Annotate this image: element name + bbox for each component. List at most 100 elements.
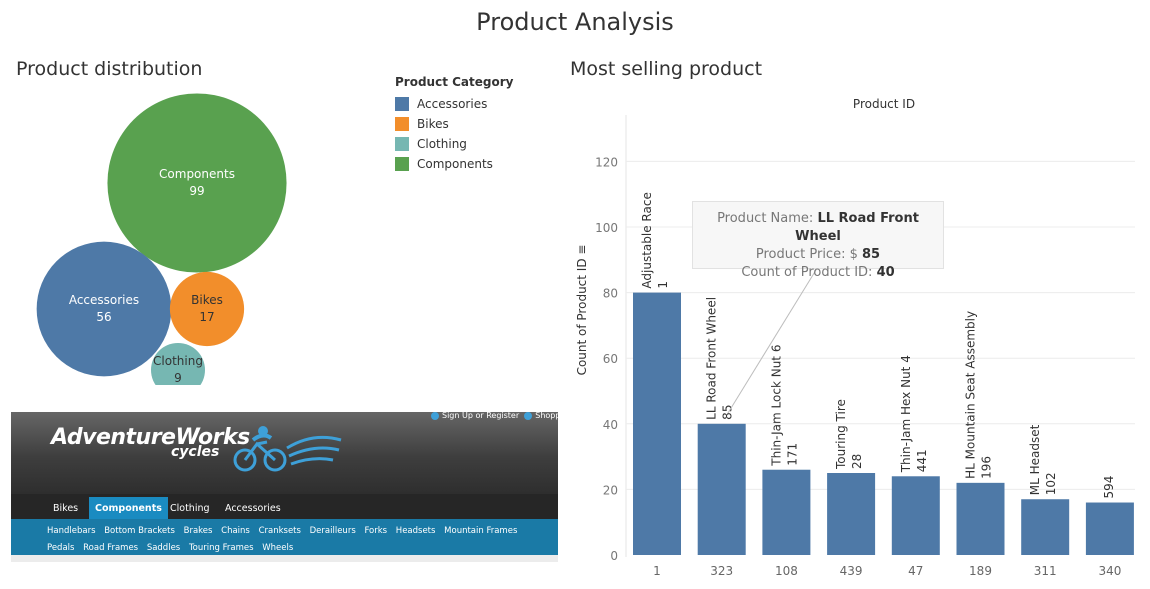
subcategory-link[interactable]: Bottom Brackets <box>104 526 175 536</box>
x-tick-label: 47 <box>908 564 923 578</box>
legend-swatch <box>395 97 409 111</box>
y-tick-label: 40 <box>603 418 618 432</box>
bar-price-label: 594 <box>1102 476 1116 499</box>
bar-323 <box>697 423 746 555</box>
x-tick-label: 189 <box>969 564 992 578</box>
subcategory-link[interactable]: Touring Frames <box>188 543 254 553</box>
subcategory-link[interactable]: Mountain Frames <box>444 526 518 536</box>
x-tick-label: 108 <box>775 564 798 578</box>
bar-name-label: Thin-Jam Hex Nut 4 <box>899 355 913 473</box>
y-tick-label: 60 <box>603 352 618 366</box>
bar-name-label: LL Road Front Wheel <box>705 297 719 420</box>
legend-label: Accessories <box>417 97 488 111</box>
bar-name-label: HL Mountain Seat Assembly <box>964 311 978 479</box>
tab-bikes[interactable]: Bikes <box>53 503 79 514</box>
subcategory-link[interactable]: Cranksets <box>258 526 301 536</box>
legend-swatch <box>395 157 409 171</box>
bar-name-label: ML Headset <box>1028 424 1042 495</box>
subcategory-link[interactable]: Brakes <box>183 526 213 536</box>
subcategory-link[interactable]: Headsets <box>395 526 436 536</box>
bubble-value: 99 <box>189 184 204 198</box>
subcategory-link[interactable]: Road Frames <box>83 543 139 553</box>
bubble-accessories <box>36 241 172 377</box>
cart-icon <box>524 412 533 420</box>
legend-label: Bikes <box>417 117 449 131</box>
subcategory-nav: Handlebars Bottom Brackets Brakes Chains… <box>11 519 558 555</box>
bar-189 <box>956 482 1005 555</box>
bubble-bikes <box>169 271 245 347</box>
bar-price-label: 1 <box>656 281 670 289</box>
bar-tooltip: Product Name: LL Road Front Wheel Produc… <box>692 201 944 280</box>
shopping-cart-link[interactable]: Shopping C <box>535 412 558 420</box>
subcategory-link[interactable]: Derailleurs <box>309 526 356 536</box>
tab-components[interactable]: Components <box>89 497 168 519</box>
bar-price-label: 171 <box>785 443 799 466</box>
legend-item-accessories[interactable]: Accessories <box>395 94 513 114</box>
subcategory-link[interactable]: Saddles <box>146 543 181 553</box>
legend-title: Product Category <box>395 75 514 89</box>
legend-swatch <box>395 137 409 151</box>
legend-label: Components <box>417 157 493 171</box>
x-tick-label: 1 <box>653 564 661 578</box>
tooltip-pointer <box>727 269 817 414</box>
bar-price-label: 85 <box>721 405 735 420</box>
y-tick-label: 20 <box>603 483 618 497</box>
tab-accessories[interactable]: Accessories <box>225 503 281 514</box>
tab-clothing[interactable]: Clothing <box>170 503 210 514</box>
y-axis-title: Count of Product ID ≡ <box>575 245 589 376</box>
tooltip-price-row: Product Price: $ 85 <box>755 247 881 262</box>
bar-price-label: 441 <box>915 449 929 472</box>
y-tick-label: 120 <box>595 155 618 169</box>
page-title: Product Analysis <box>476 8 674 36</box>
bar-chart-title: Most selling product <box>570 58 763 80</box>
bar-price-label: 28 <box>850 454 864 469</box>
legend-item-components[interactable]: Components <box>395 154 513 174</box>
legend-item-clothing[interactable]: Clothing <box>395 134 513 154</box>
y-tick-label: 80 <box>603 287 618 301</box>
bar-340 <box>1085 502 1134 555</box>
legend-swatch <box>395 117 409 131</box>
bar-1 <box>633 292 681 555</box>
x-axis-title: Product ID <box>853 97 915 111</box>
bubble-value: 56 <box>96 310 111 324</box>
y-tick-label: 100 <box>595 221 618 235</box>
tooltip-name-row: Product Name: LL Road Front Wheel <box>717 211 919 244</box>
bubble-components <box>107 93 287 273</box>
bubble-chart: Components99Accessories56Bikes17Clothing… <box>36 93 287 385</box>
bar-name-label: Adjustable Race <box>640 192 654 288</box>
bubble-label: Accessories <box>69 293 139 307</box>
bubble-value: 9 <box>174 371 182 385</box>
subcategory-link[interactable]: Handlebars <box>47 526 96 536</box>
bar-47 <box>891 476 940 555</box>
cyclist-logo-icon <box>233 426 342 472</box>
x-tick-label: 323 <box>710 564 733 578</box>
subcategory-link[interactable]: Pedals <box>47 543 75 553</box>
user-icon <box>431 412 439 420</box>
bar-price-label: 102 <box>1044 472 1058 495</box>
legend-item-bikes[interactable]: Bikes <box>395 114 513 134</box>
bubble-chart-title: Product distribution <box>16 58 203 80</box>
subcategory-link[interactable]: Forks <box>364 526 388 536</box>
bar-chart: Product ID Count of Product ID ≡ 0 20 40 60 80… <box>575 97 1135 578</box>
bar-name-label: Touring Tire <box>834 399 848 470</box>
x-tick-label: 311 <box>1034 564 1057 578</box>
subcategory-list: Handlebars Bottom Brackets Brakes Chains… <box>47 523 557 557</box>
adventureworks-banner: Sign Up or Register Shopping C Adventure… <box>11 412 558 562</box>
brand-logo-text: AdventureWorks <box>51 425 250 450</box>
banner-header: Sign Up or Register Shopping C Adventure… <box>11 412 558 494</box>
bubble-value: 17 <box>199 310 214 324</box>
bubble-label: Clothing <box>153 354 203 368</box>
banner-top-links: Sign Up or Register Shopping C <box>431 412 558 420</box>
bar-price-label: 196 <box>980 456 994 479</box>
subcategory-link[interactable]: Chains <box>221 526 250 536</box>
signup-link[interactable]: Sign Up or Register <box>442 412 520 420</box>
x-tick-label: 439 <box>840 564 863 578</box>
bubble-clothing <box>151 343 205 385</box>
tooltip-count-row: Count of Product ID: 40 <box>741 265 895 280</box>
subcategory-link[interactable]: Wheels <box>262 543 294 553</box>
y-tick-label: 0 <box>610 549 618 563</box>
category-nav: Bikes Components Clothing Accessories <box>11 494 558 519</box>
category-legend: Product Category Accessories Bikes Cloth… <box>395 75 513 174</box>
bubble-label: Bikes <box>191 293 223 307</box>
bar-311 <box>1021 499 1070 555</box>
